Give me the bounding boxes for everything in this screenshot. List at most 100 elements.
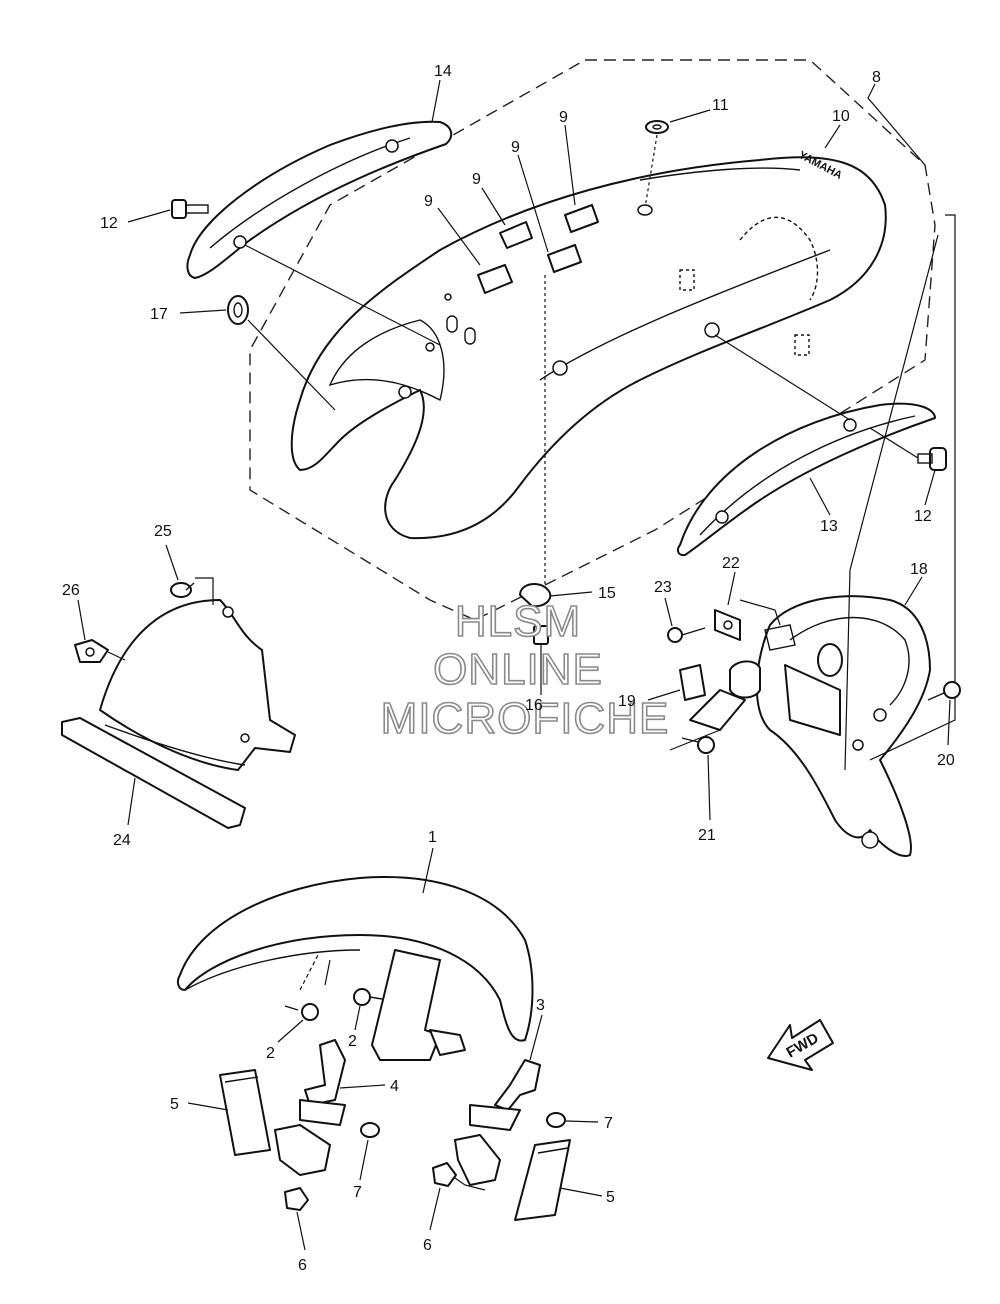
callout-13: 13	[820, 518, 838, 535]
leader-6	[429, 1187, 441, 1231]
callout-12-b: 12	[914, 508, 932, 525]
nut	[432, 1162, 457, 1187]
leader-9	[481, 187, 506, 226]
front-fender	[176, 876, 534, 1042]
bolt	[917, 447, 947, 471]
washer	[645, 120, 669, 134]
nut	[284, 1187, 309, 1211]
push-pin	[170, 582, 195, 598]
callout-11: 11	[712, 97, 729, 114]
leader-7	[565, 1120, 599, 1123]
grommet	[227, 295, 249, 325]
fender-hole	[704, 322, 720, 338]
callout-5-a: 5	[170, 1096, 179, 1113]
nut	[533, 625, 549, 645]
leader-11	[644, 134, 658, 209]
callout-1: 1	[428, 829, 437, 846]
callout-labels: 14 8 11 10 9 9 9 9 12 17 13 12 25 26 22 …	[62, 63, 955, 1274]
callout-23: 23	[654, 579, 672, 596]
fender-hole	[444, 293, 452, 301]
nut	[74, 639, 109, 663]
leader-8	[867, 83, 926, 166]
leader-1	[422, 847, 434, 894]
reflector-bracket-right	[469, 1059, 541, 1131]
leader-5	[559, 1187, 603, 1197]
leader-12	[869, 427, 919, 459]
grab-rail-left	[186, 120, 453, 279]
callout-14: 14	[434, 63, 452, 80]
leader-12	[924, 469, 936, 506]
bracket-cover-left	[274, 1124, 331, 1176]
callout-17: 17	[150, 306, 168, 323]
leader-17	[179, 309, 227, 314]
leader-22	[727, 571, 736, 606]
leader-6	[296, 1211, 306, 1251]
leader-19	[647, 689, 681, 701]
callout-19: 19	[618, 693, 636, 710]
reflector-right	[514, 1139, 571, 1221]
callout-7-b: 7	[353, 1184, 362, 1201]
leader-2	[354, 1005, 361, 1031]
fender-hole	[552, 360, 568, 376]
caution-decals	[477, 204, 599, 294]
leader-15	[549, 591, 593, 597]
leader-24	[127, 777, 136, 826]
rear-fender: YAMAHA	[290, 149, 887, 540]
leader-7	[359, 1139, 369, 1181]
leader-13	[809, 477, 831, 516]
leader-23	[664, 597, 673, 627]
callout-18: 18	[910, 561, 928, 578]
callout-20: 20	[937, 752, 955, 769]
leader-12	[244, 244, 441, 346]
leader-11	[669, 109, 711, 123]
callout-9-a: 9	[559, 109, 568, 126]
inner-cover	[61, 599, 296, 829]
leader-9	[437, 207, 481, 266]
callout-8: 8	[872, 69, 881, 86]
nut	[546, 1112, 566, 1128]
bolt	[681, 736, 715, 754]
leader-9	[517, 154, 549, 253]
callout-2-b: 2	[348, 1033, 357, 1050]
clip	[519, 583, 552, 608]
leader-6	[454, 1177, 486, 1191]
fender-mount-bracket	[371, 949, 466, 1061]
callout-25: 25	[154, 523, 172, 540]
leader-17	[247, 319, 336, 411]
callout-9-d: 9	[424, 193, 433, 210]
bracket	[679, 664, 746, 731]
callout-26: 26	[62, 582, 80, 599]
callout-6-b: 6	[298, 1257, 307, 1274]
leader-23	[739, 599, 781, 626]
leader-18	[844, 234, 939, 771]
watermark-line-2: ONLINE	[433, 645, 603, 694]
fender-hole	[398, 385, 412, 399]
cable-clamp	[714, 609, 741, 641]
nut	[360, 1122, 380, 1138]
callout-4: 4	[390, 1078, 399, 1095]
callout-6-a: 6	[423, 1237, 432, 1254]
callout-10: 10	[832, 108, 850, 125]
callout-2-a: 2	[266, 1045, 275, 1062]
bolt	[284, 1003, 319, 1021]
leader-1-dash	[299, 954, 319, 991]
callout-9-c: 9	[472, 171, 481, 188]
bracket-cover-right	[454, 1134, 501, 1186]
callout-7-a: 7	[604, 1115, 613, 1132]
callout-3: 3	[536, 997, 545, 1014]
tail-light-bracket-assembly	[729, 595, 931, 857]
callout-12-a: 12	[100, 215, 118, 232]
callout-24: 24	[113, 832, 131, 849]
leader-5	[187, 1102, 229, 1111]
leader-18	[869, 214, 956, 761]
reflector-left	[219, 1069, 271, 1156]
leader-20	[947, 699, 951, 746]
leader-2	[324, 959, 331, 986]
callout-5-b: 5	[606, 1189, 615, 1206]
leader-2	[277, 1019, 304, 1043]
leader-25	[195, 577, 214, 605]
watermark: HLSM ONLINE MICROFICHE	[380, 596, 669, 744]
leader-26	[77, 599, 86, 641]
leader-18	[904, 576, 923, 606]
